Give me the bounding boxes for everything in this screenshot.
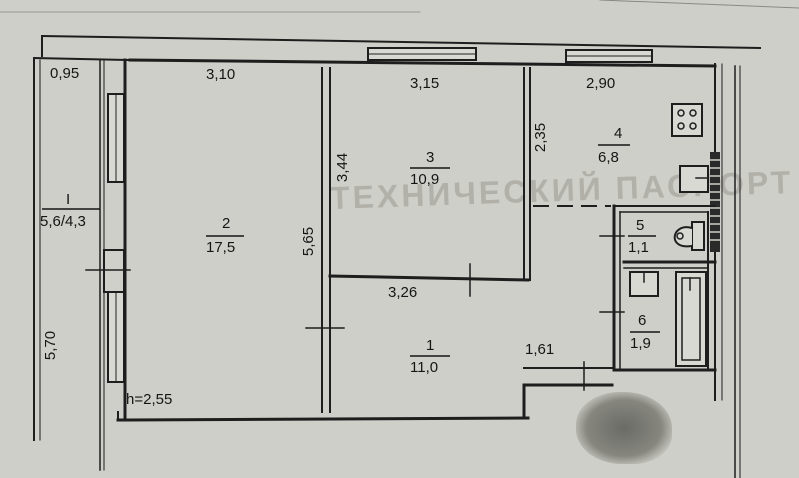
dim-balcony-length: 5,70 <box>42 330 60 361</box>
balcony-number: I <box>66 191 71 208</box>
dim-room3-depth: 3,44 <box>334 152 352 183</box>
dim-balcony-width: 0,95 <box>50 65 80 82</box>
room-6-area: 1,9 <box>630 335 651 352</box>
room-6-number: 6 <box>638 312 647 329</box>
room-1-area: 11,0 <box>410 359 439 376</box>
room-4-area: 6,8 <box>598 149 619 166</box>
room-5-number: 5 <box>636 217 645 234</box>
smudge-mark <box>576 392 672 464</box>
room-4-number: 4 <box>614 125 623 142</box>
dim-room3-bottom-width: 3,26 <box>388 284 418 301</box>
dim-corridor-width: 1,61 <box>525 341 555 358</box>
room-3-area: 10,9 <box>410 171 440 188</box>
wall-room3-bottom <box>328 274 530 282</box>
room-5-area: 1,1 <box>628 239 649 256</box>
ceiling-height-label: h=2,55 <box>126 391 173 408</box>
room-2-number: 2 <box>222 215 231 232</box>
bathtub <box>675 271 707 367</box>
dim-room2-depth: 5,65 <box>300 226 318 257</box>
toilet-tank <box>691 221 705 251</box>
dim-room2-width: 3,10 <box>206 66 236 83</box>
top-outer-wall <box>40 34 762 50</box>
room-2-area: 17,5 <box>206 239 236 256</box>
balcony-top <box>32 56 132 62</box>
dim-room4-width: 2,90 <box>586 75 616 92</box>
balcony-door <box>103 249 125 293</box>
kitchen-sink <box>679 165 709 193</box>
room-3-number: 3 <box>426 149 435 166</box>
room-1-number: 1 <box>426 337 435 354</box>
dim-room4-depth: 2,35 <box>532 122 550 153</box>
bottom-wall <box>116 416 530 422</box>
top-inner-wall <box>128 58 717 68</box>
balcony-area: 5,6/4,3 <box>40 213 86 230</box>
radiator <box>710 152 720 252</box>
dim-room3-width: 3,15 <box>410 75 440 92</box>
stove <box>671 103 703 137</box>
